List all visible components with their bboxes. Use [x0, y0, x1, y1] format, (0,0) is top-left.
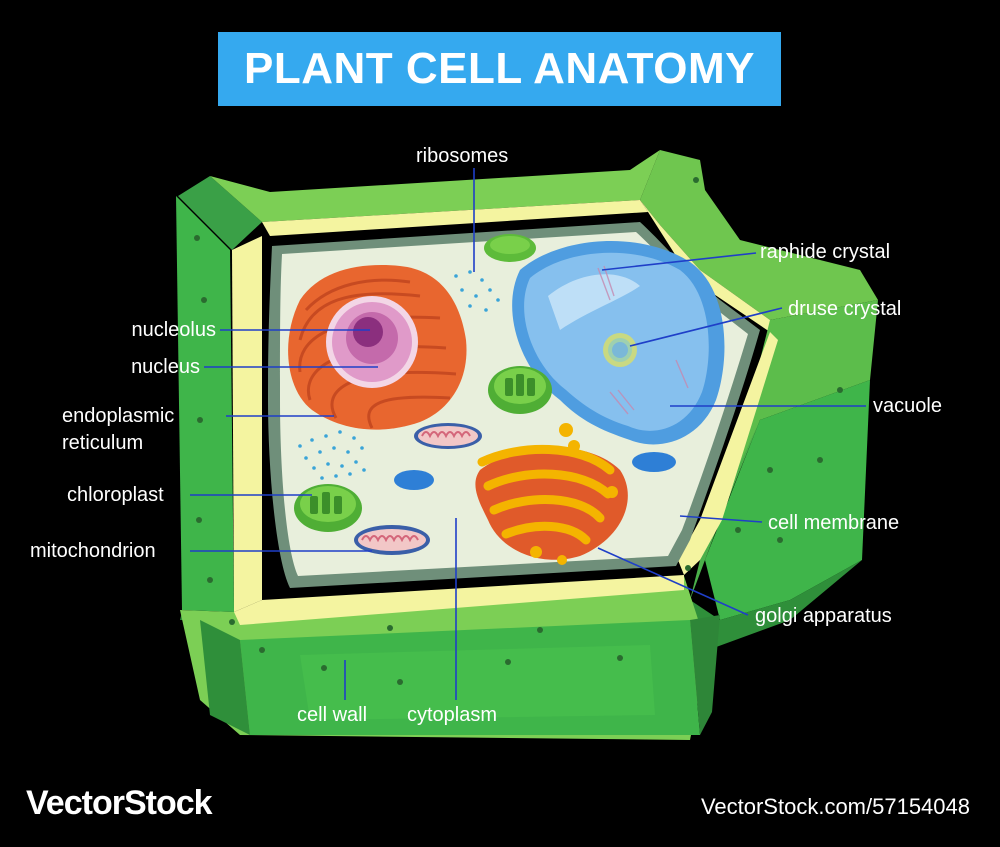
- nucleus: [326, 296, 418, 388]
- vesicles: [394, 452, 676, 490]
- label-cell-wall: cell wall: [297, 704, 368, 726]
- label-druse-crystal: druse crystal: [788, 298, 902, 320]
- label-cytoplasm: cytoplasm: [407, 704, 498, 726]
- leader-lines: [190, 168, 866, 700]
- chloroplast: [294, 234, 552, 532]
- mitochondrion: [354, 423, 482, 555]
- diagram-title: PLANT CELL ANATOMY: [244, 44, 755, 93]
- label-endoplasmic-reticulum-2: reticulum: [62, 432, 144, 454]
- label-ribosomes: ribosomes: [416, 145, 509, 167]
- label-vacuole: vacuole: [873, 395, 942, 417]
- label-nucleolus: nucleolus: [131, 319, 216, 341]
- cell-wall-pits: [194, 177, 843, 685]
- label-raphide-crystal: raphide crystal: [760, 241, 891, 263]
- label-golgi-apparatus: golgi apparatus: [755, 605, 892, 627]
- ribosomes: [298, 270, 500, 480]
- label-mitochondrion: mitochondrion: [30, 540, 156, 562]
- label-chloroplast: chloroplast: [67, 484, 164, 506]
- label-endoplasmic-reticulum-1: endoplasmic: [62, 405, 175, 427]
- label-cell-membrane: cell membrane: [768, 512, 900, 534]
- golgi-apparatus: [475, 423, 628, 565]
- label-nucleus: nucleus: [131, 356, 200, 378]
- vacuole: [512, 240, 725, 445]
- vectorstock-logo: VectorStock: [26, 784, 213, 822]
- title-banner: PLANT CELL ANATOMY: [218, 32, 781, 106]
- cell-wall: [176, 150, 878, 740]
- vectorstock-url: VectorStock.com/57154048: [700, 794, 970, 819]
